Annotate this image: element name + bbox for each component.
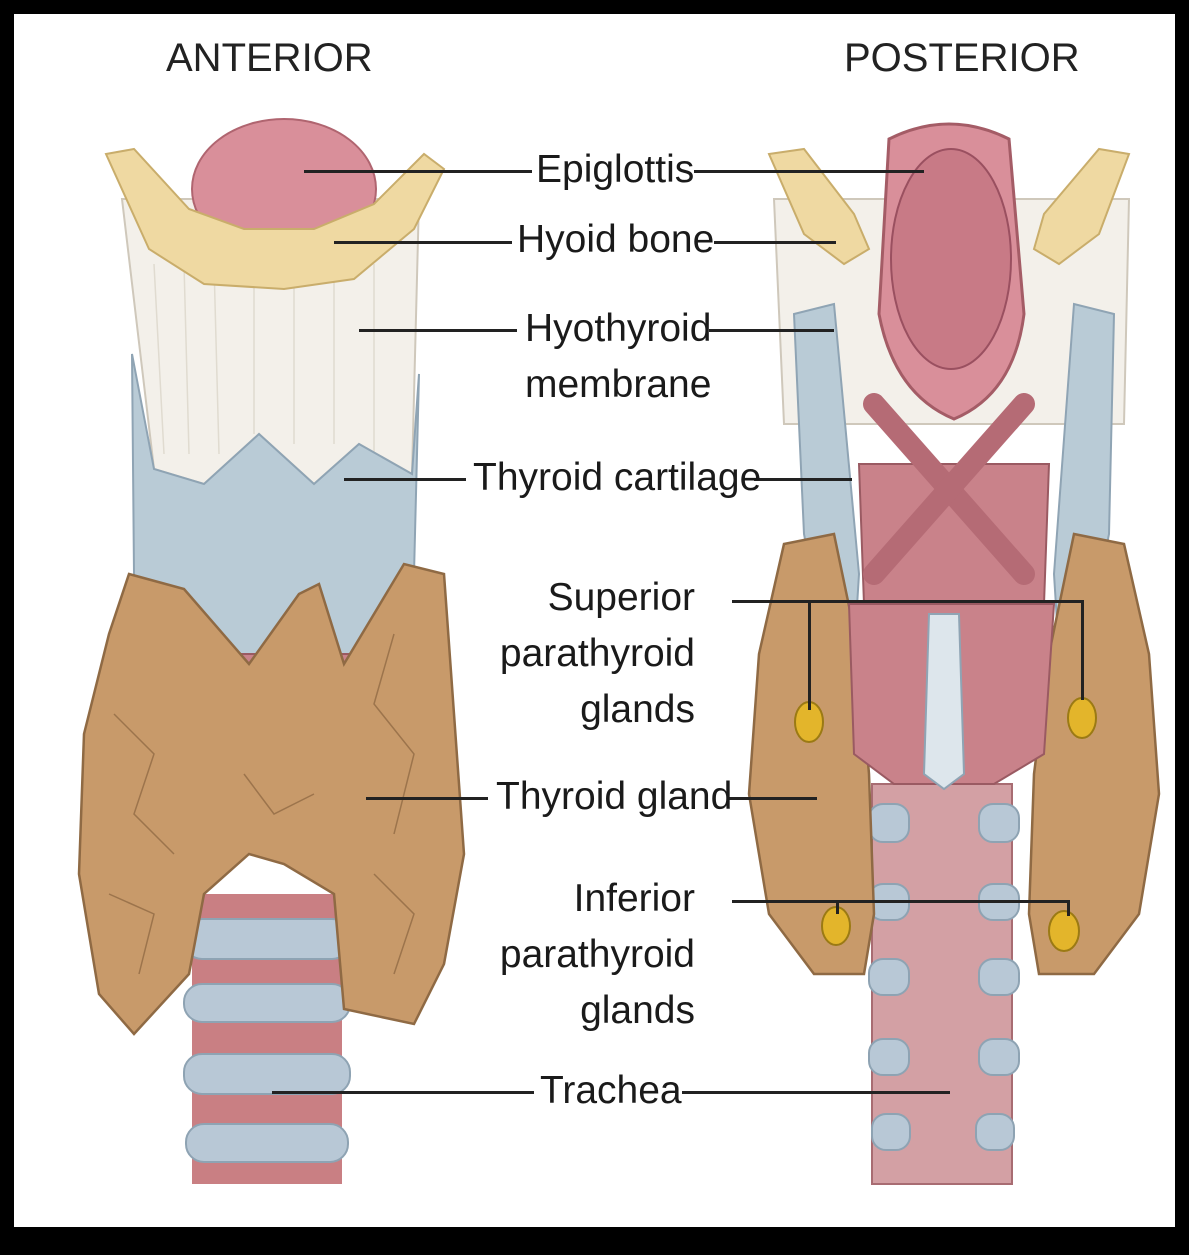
trachea-leader-left bbox=[272, 1091, 534, 1094]
label-hyoid-bone: Hyoid bone bbox=[517, 212, 714, 268]
epiglottis-leader-left bbox=[304, 170, 532, 173]
label-epiglottis: Epiglottis bbox=[536, 142, 694, 198]
superior-parathyroid-leader bbox=[732, 600, 1084, 603]
label-inferior-parathyroid-line1: Inferior bbox=[574, 871, 695, 927]
label-hyothyroid-membrane-line1: Hyothyroid bbox=[525, 301, 711, 357]
thyroid-gland-leader-left bbox=[366, 797, 488, 800]
label-superior-parathyroid-line1: Superior bbox=[548, 570, 695, 626]
anterior-view bbox=[79, 119, 464, 1184]
epiglottis-leader-right bbox=[694, 170, 924, 173]
superior-parathyroid-right bbox=[1068, 698, 1096, 738]
inferior-parathyroid-leader bbox=[732, 900, 1070, 903]
hyoid-leader-left bbox=[334, 241, 512, 244]
label-thyroid-gland: Thyroid gland bbox=[496, 769, 732, 825]
cartilage-leader-right bbox=[754, 478, 852, 481]
trachea-leader-right bbox=[682, 1091, 950, 1094]
inferior-parathyroid-right bbox=[1049, 911, 1079, 951]
inferior-parathyroid-leader-left-drop bbox=[836, 900, 839, 914]
cartilage-leader-left bbox=[344, 478, 466, 481]
label-thyroid-cartilage: Thyroid cartilage bbox=[473, 450, 761, 506]
anterior-trachea bbox=[184, 894, 350, 1184]
label-trachea: Trachea bbox=[540, 1063, 682, 1119]
thyroid-gland-leader-right bbox=[729, 797, 817, 800]
label-superior-parathyroid-line3: glands bbox=[580, 682, 695, 738]
hyoid-leader-right bbox=[714, 241, 836, 244]
posterior-trachea bbox=[869, 784, 1019, 1184]
membrane-leader-left bbox=[359, 329, 517, 332]
membrane-leader-right bbox=[709, 329, 834, 332]
inferior-parathyroid-leader-right-drop bbox=[1067, 900, 1070, 916]
label-superior-parathyroid-line2: parathyroid bbox=[500, 626, 695, 682]
superior-parathyroid-leader-right-drop bbox=[1081, 600, 1084, 700]
label-hyothyroid-membrane-line2: membrane bbox=[525, 357, 711, 413]
superior-parathyroid-leader-left-drop bbox=[808, 600, 811, 710]
label-inferior-parathyroid-line3: glands bbox=[580, 983, 695, 1039]
label-inferior-parathyroid-line2: parathyroid bbox=[500, 927, 695, 983]
